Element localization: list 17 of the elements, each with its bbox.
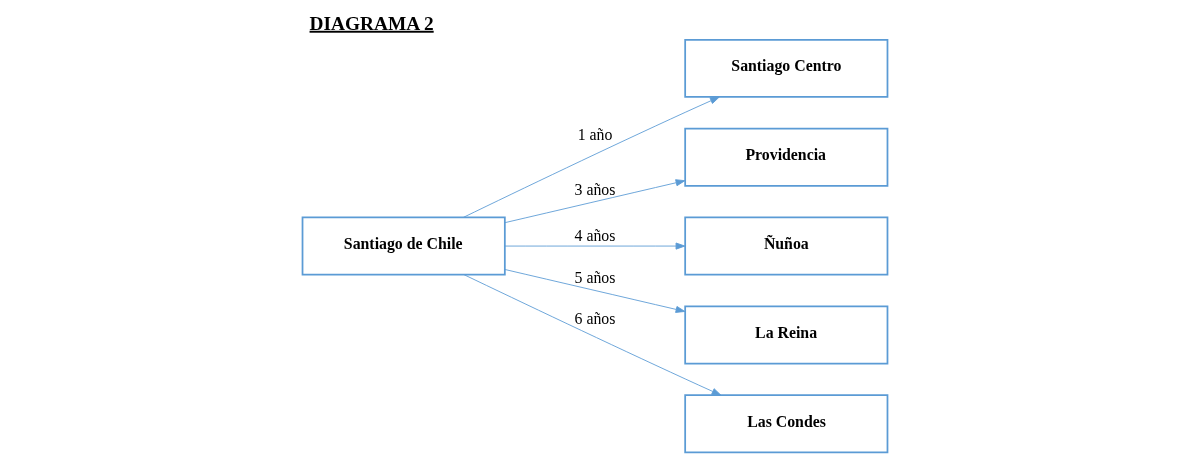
arrow bbox=[463, 274, 721, 396]
node-box: Santiago Centro bbox=[683, 38, 888, 98]
edge-label: 6 años bbox=[574, 309, 615, 327]
node-box: La Reina bbox=[683, 305, 888, 365]
edge-label: 1 año bbox=[577, 125, 612, 143]
node-box: Las Condes bbox=[683, 394, 888, 454]
node-box: Providencia bbox=[683, 127, 888, 187]
node-box: Santiago de Chile bbox=[301, 216, 506, 276]
diagram-title: DIAGRAMA 2 bbox=[309, 12, 434, 34]
edge-label: 3 años bbox=[574, 180, 615, 198]
arrow bbox=[503, 179, 685, 224]
node-box: Ñuñoa bbox=[683, 216, 888, 276]
edge-label: 4 años bbox=[574, 227, 615, 245]
arrow bbox=[503, 242, 685, 250]
edge-label: 5 años bbox=[574, 269, 615, 287]
arrow bbox=[503, 269, 685, 313]
arrow bbox=[462, 96, 720, 218]
